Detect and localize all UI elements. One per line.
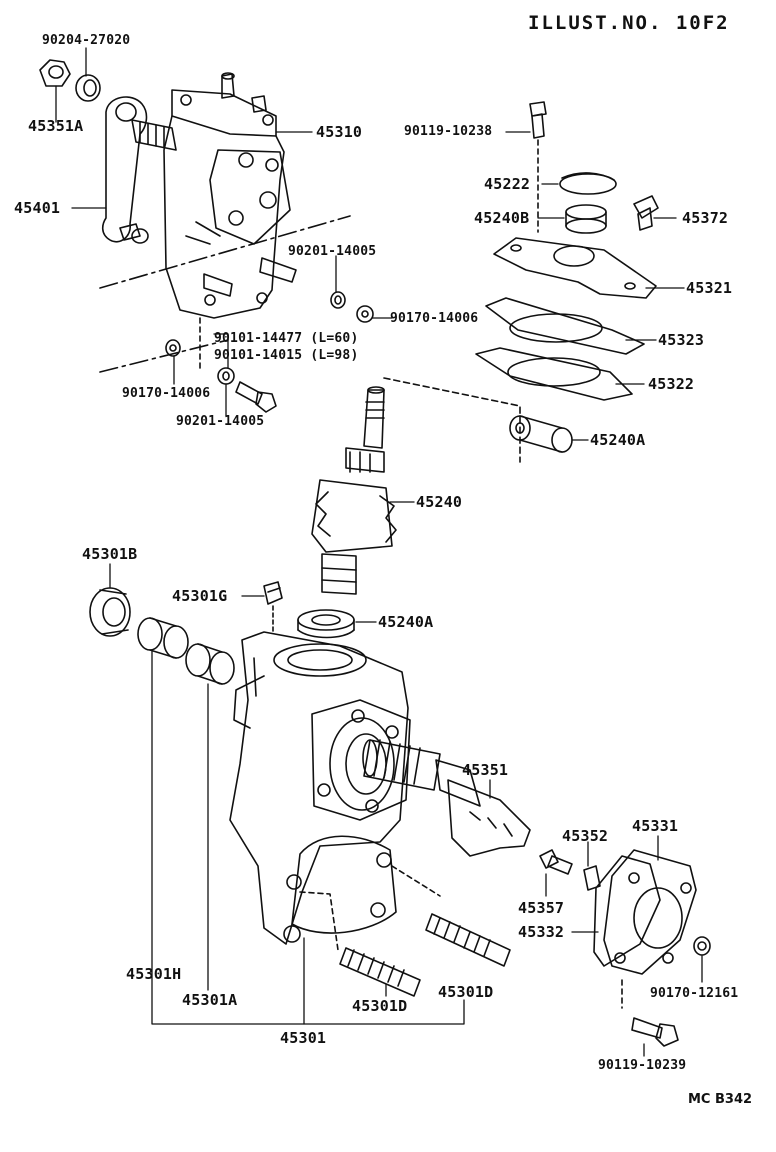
centerline	[100, 340, 228, 372]
cover-bolt-icon	[632, 1018, 678, 1046]
part-label-45372: 45372	[682, 209, 729, 227]
leader-lines	[56, 48, 702, 1056]
thrust-washer-icon	[584, 866, 600, 890]
gasket-icon	[476, 348, 632, 400]
part-label-45301d-left: 45301D	[352, 997, 408, 1015]
cover-nut-icon	[694, 937, 710, 955]
part-label-90170-14006-upper: 90170-14006	[390, 311, 479, 326]
part-label-45351a: 45351A	[28, 117, 84, 135]
part-label-90201-14005-upper: 90201-14005	[288, 244, 377, 259]
side-cover-gasket-icon	[594, 856, 660, 966]
part-label-45321: 45321	[686, 279, 733, 297]
adjusting-screw-cap-icon	[560, 173, 616, 194]
adjusting-screw-icon	[540, 850, 572, 874]
part-label-90119-10239: 90119-10239	[598, 1058, 687, 1073]
worm-bearing-adjuster-cover-icon	[494, 238, 656, 298]
illustration-number: ILLUST.NO. 10F2	[528, 12, 730, 34]
side-cover-icon	[604, 850, 696, 974]
sector-shaft-icon	[363, 740, 530, 856]
bolt-icon	[236, 382, 276, 412]
part-label-45240b: 45240B	[474, 209, 530, 227]
part-label-45222: 45222	[484, 175, 531, 193]
part-label-90170-12161: 90170-12161	[650, 986, 739, 1001]
part-label-45401: 45401	[14, 199, 61, 217]
part-label-45301d-right: 45301D	[438, 983, 494, 1001]
part-label-45301: 45301	[280, 1029, 327, 1047]
drawing-code: MC B342	[688, 1092, 753, 1107]
pitman-arm-nut-icon	[40, 60, 70, 86]
dashed-leader	[300, 892, 338, 950]
stud-bolt-icon	[426, 914, 510, 966]
part-label-45323: 45323	[658, 331, 705, 349]
part-label-45331: 45331	[632, 817, 679, 835]
dashed-leader	[392, 866, 440, 896]
pitman-arm-icon	[103, 97, 148, 243]
part-label-90119-10238: 90119-10238	[404, 124, 493, 139]
adjusting-nut-icon	[566, 205, 606, 233]
worm-bearing-icon	[510, 416, 572, 452]
part-label-90170-14006-lower: 90170-14006	[122, 386, 211, 401]
part-label-90101-14477: 90101-14477 (L=60)	[214, 331, 359, 346]
needle-bearing-icon	[138, 618, 188, 658]
plug-icon	[634, 196, 658, 230]
gear-housing-icon	[230, 632, 410, 944]
centerline	[100, 216, 350, 288]
part-label-45301h: 45301H	[126, 965, 182, 983]
part-label-90101-14015: 90101-14015 (L=98)	[214, 348, 359, 363]
part-label-45240a-upper: 45240A	[590, 431, 646, 449]
part-label-90201-14005-lower: 90201-14005	[176, 414, 265, 429]
needle-bearing-icon	[186, 644, 234, 684]
bearing-race-icon	[298, 610, 354, 638]
dashed-leader	[384, 378, 520, 462]
part-label-45357: 45357	[518, 899, 565, 917]
part-label-45322: 45322	[648, 375, 695, 393]
gasket-icon	[486, 298, 644, 354]
part-label-45332: 45332	[518, 923, 565, 941]
part-label-45301b: 45301B	[82, 545, 138, 563]
part-label-45310: 45310	[316, 123, 363, 141]
worm-shaft-icon	[312, 387, 396, 594]
part-label-45301g: 45301G	[172, 587, 228, 605]
part-label-90204-27020: 90204-27020	[42, 33, 131, 48]
small-plug-icon	[264, 582, 282, 604]
part-label-45301a: 45301A	[182, 991, 238, 1009]
part-label-45240a-lower: 45240A	[378, 613, 434, 631]
stud-bolt-icon	[340, 948, 420, 996]
part-label-45352: 45352	[562, 827, 609, 845]
nut-icon	[166, 292, 373, 384]
steering-gear-assembly-icon	[132, 73, 296, 318]
part-label-45351: 45351	[462, 761, 509, 779]
part-label-45240: 45240	[416, 493, 463, 511]
oil-seal-icon	[90, 588, 130, 636]
cover-bolt-icon	[530, 102, 546, 138]
lock-washer-icon	[76, 75, 100, 101]
